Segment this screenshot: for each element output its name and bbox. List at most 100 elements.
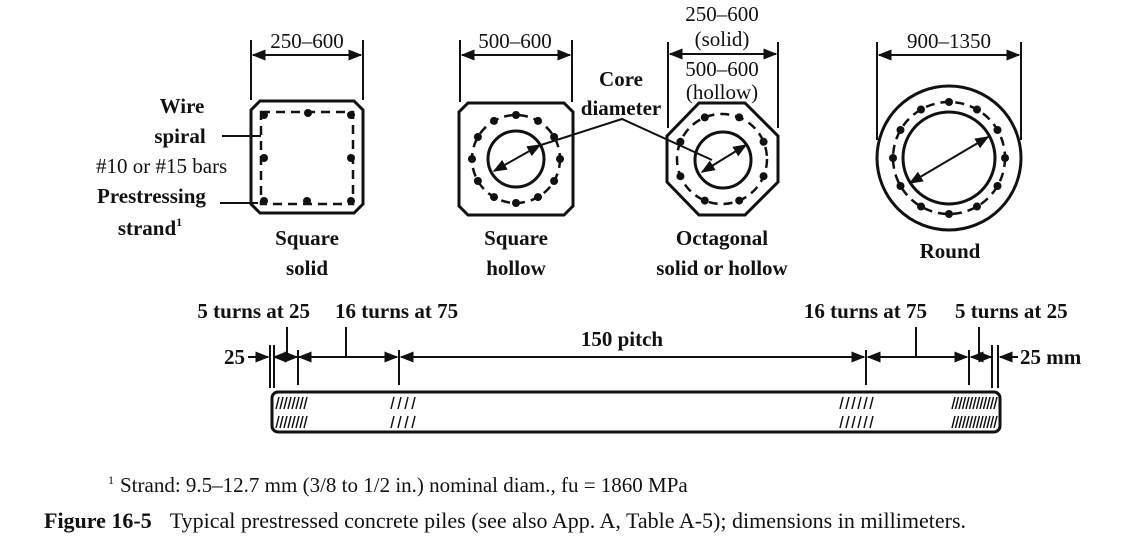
spiral-turn	[975, 396, 981, 410]
spiral-turn	[390, 415, 395, 429]
strand-dots	[468, 111, 564, 207]
spiral-turn	[965, 396, 970, 410]
end-dimension-label: 25	[224, 345, 245, 369]
end-dimension-label: 25 mm	[1020, 345, 1082, 369]
spiral-turn	[275, 396, 280, 410]
strand-dot	[347, 154, 355, 162]
wire-spiral	[891, 100, 1007, 216]
strand-dot	[512, 111, 520, 119]
spiral-turn	[299, 396, 304, 410]
strand-dot	[347, 197, 355, 205]
spiral-turn	[411, 415, 416, 429]
callout-prestressing: Prestressing	[97, 184, 206, 208]
spiral-turn	[869, 396, 874, 410]
turns-label: 5 turns at 25	[955, 299, 1068, 323]
spiral-turn	[845, 415, 850, 429]
strand-dots	[676, 113, 768, 205]
spiral-turn	[397, 396, 402, 410]
strand-dot	[896, 182, 905, 190]
core-diameter-arrow	[492, 144, 542, 172]
spiral-turn	[857, 396, 862, 410]
caption-text: Typical prestressed concrete piles (see …	[170, 508, 966, 533]
core-circle	[693, 130, 753, 190]
dimension-label: 500–600	[685, 57, 759, 81]
spiral-turn	[839, 415, 844, 429]
strand-dot	[304, 109, 312, 117]
spiral-turn	[972, 415, 977, 429]
spiral-turn	[303, 415, 308, 429]
spiral-turn	[851, 396, 856, 410]
spiral-turn	[283, 415, 288, 429]
spiral-turn	[857, 415, 862, 429]
dimension-label: 900–1350	[907, 29, 991, 53]
figure-number: Figure 16-5	[44, 508, 152, 533]
strand-dot	[973, 202, 981, 211]
strand-dot	[735, 113, 744, 122]
section-label: hollow	[486, 256, 546, 280]
strand-dot	[735, 196, 744, 205]
section-label: Square	[275, 226, 339, 250]
strand-dot	[759, 172, 768, 181]
spiral-turn	[975, 415, 981, 429]
spiral-turn	[869, 415, 874, 429]
turns-label: 5 turns at 25	[197, 299, 310, 323]
strand-dot	[347, 111, 355, 119]
square-outline	[249, 99, 365, 215]
strand-dot	[973, 105, 981, 114]
callout-strand: strand1	[118, 215, 182, 240]
strand-dot	[993, 126, 1002, 134]
callout-spiral: spiral	[154, 124, 206, 148]
spiral-turn	[397, 415, 402, 429]
spiral-turn	[965, 415, 970, 429]
core-circle	[486, 129, 546, 189]
spiral-turn	[279, 415, 284, 429]
square-hollow-section: 500–600 Square hollow	[457, 29, 575, 280]
spiral-turn	[979, 396, 984, 410]
strand-dots	[260, 109, 355, 205]
section-label: Round	[920, 239, 981, 263]
spiral-turn	[951, 396, 956, 410]
square-solid-section: 250–600 Square solid	[249, 29, 365, 280]
strand-dot	[917, 105, 925, 114]
spiral-turn	[291, 396, 296, 410]
strand-dot	[556, 155, 564, 163]
spiral-turn	[986, 396, 991, 410]
spiral-turn	[411, 396, 416, 410]
spiral-turn	[958, 396, 963, 410]
strand-dot	[945, 98, 953, 106]
strand-dot	[676, 172, 685, 181]
strand-dot	[473, 177, 482, 185]
dimension-note: (solid)	[695, 27, 750, 51]
section-label: solid	[286, 256, 328, 280]
strand-dot	[550, 133, 559, 141]
spiral-turn	[287, 396, 292, 410]
strand-dot	[889, 154, 897, 162]
spiral-turn	[958, 415, 963, 429]
strand-dot	[700, 196, 709, 205]
dimension-label: 500–600	[478, 29, 552, 53]
core-diameter-arrow	[700, 144, 748, 173]
pile-body	[270, 390, 1002, 434]
strand-dot	[534, 116, 542, 125]
turns-label: 16 turns at 75	[335, 299, 458, 323]
callouts: Wire spiral #10 or #15 bars Prestressing…	[96, 67, 713, 240]
callout-diameter: diameter	[581, 96, 661, 120]
spiral-turn	[295, 396, 300, 410]
spiral-turn	[989, 396, 995, 410]
strand-dot	[993, 182, 1002, 190]
outer-circle	[875, 84, 1023, 232]
strand-dot	[534, 193, 542, 202]
dimension-note: (hollow)	[686, 80, 758, 104]
spiral-turn	[283, 396, 288, 410]
wire-spiral	[675, 112, 769, 206]
spiral-hatching	[275, 396, 998, 429]
strand-dot	[473, 133, 482, 141]
core-diameter-arrow	[908, 136, 990, 184]
section-label: Square	[484, 226, 548, 250]
turns-label: 16 turns at 75	[804, 299, 927, 323]
leader-line	[540, 117, 713, 161]
callout-wire: Wire	[160, 94, 205, 118]
dimension-label: 250–600	[270, 29, 344, 53]
spiral-turn	[982, 396, 988, 410]
